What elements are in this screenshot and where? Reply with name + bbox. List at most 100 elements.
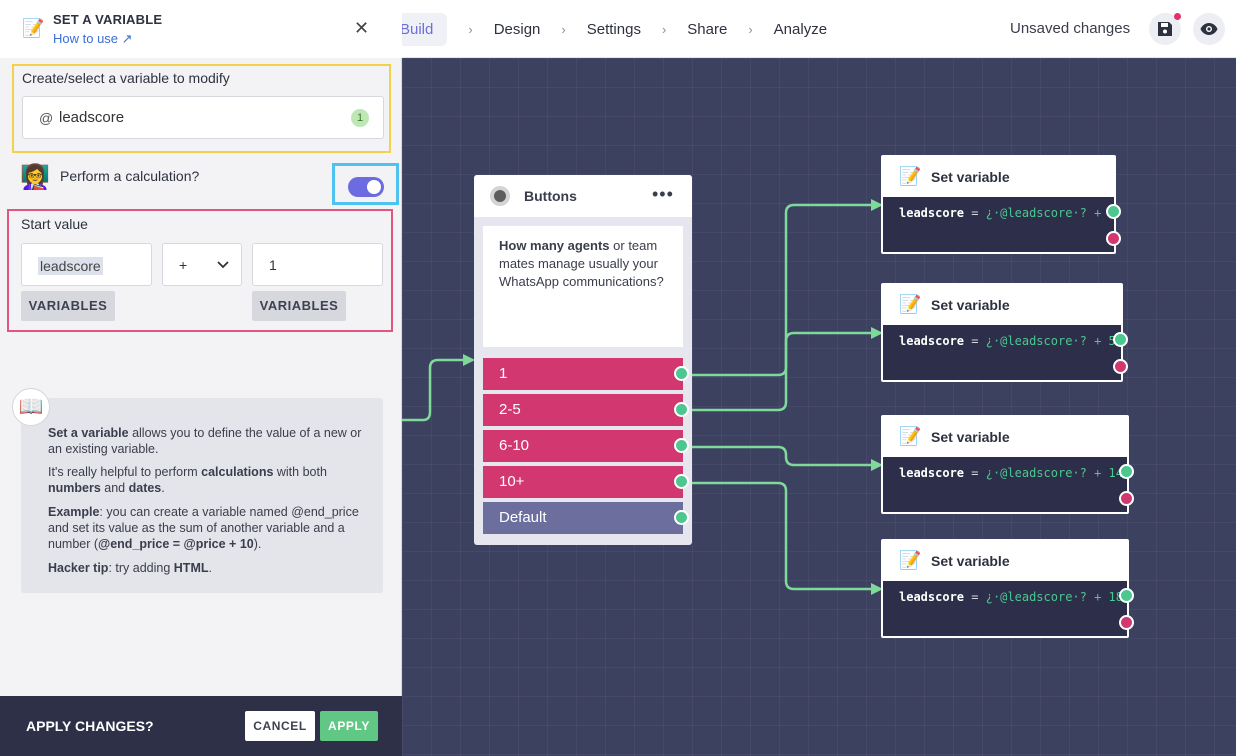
output-port[interactable]: [674, 366, 689, 381]
help-bold: calculations: [201, 465, 274, 479]
expr-op: =: [971, 590, 979, 604]
radio-icon: [490, 186, 510, 206]
error-port[interactable]: [1119, 491, 1134, 506]
step-design[interactable]: Design: [493, 20, 541, 38]
variable-select-section: Create/select a variable to modify @ lea…: [12, 64, 391, 153]
apply-changes-question: APPLY CHANGES?: [26, 718, 154, 734]
operator-select[interactable]: +: [162, 243, 242, 286]
preview-button[interactable]: [1193, 13, 1225, 45]
set-variable-node[interactable]: 📝 Set variable leadscore = ¿·@leadscore·…: [881, 283, 1128, 382]
memo-icon: 📝: [899, 426, 922, 446]
option-button[interactable]: 1: [483, 358, 683, 390]
panel-header: 📝 SET A VARIABLE How to use ↗ ✕: [0, 0, 402, 58]
help-text: and: [100, 481, 129, 495]
more-icon[interactable]: •••: [652, 184, 674, 204]
set-variable-node[interactable]: 📝 Set variable leadscore = ¿·@leadscore·…: [881, 415, 1134, 514]
memo-icon: 📝: [899, 166, 922, 186]
left-operand-input[interactable]: leadscore: [21, 243, 152, 286]
output-port[interactable]: [674, 474, 689, 489]
message-bold: How many agents: [499, 238, 610, 253]
buttons-node[interactable]: Buttons ••• How many agents or team mate…: [474, 175, 692, 545]
set-variable-title: Set variable: [931, 553, 1010, 569]
close-icon[interactable]: ✕: [354, 18, 370, 38]
buttons-node-message: How many agents or team mates manage usu…: [483, 226, 683, 347]
help-paragraph-4: Hacker tip: try adding HTML.: [48, 560, 368, 576]
expr-var: leadscore: [899, 466, 965, 480]
option-button[interactable]: 6-10: [483, 430, 683, 462]
expr-op: =: [971, 466, 979, 480]
output-port[interactable]: [1113, 332, 1128, 347]
eye-icon: [1200, 23, 1218, 35]
option-button[interactable]: 10+: [483, 466, 683, 498]
help-bold: dates: [128, 481, 162, 495]
save-icon: [1158, 22, 1172, 36]
memo-icon: 📝: [899, 550, 922, 570]
help-text: It's really helpful to perform: [48, 465, 202, 479]
chevron-right-icon: ›: [661, 21, 667, 37]
error-port[interactable]: [1113, 359, 1128, 374]
step-analyze[interactable]: Analyze: [773, 20, 828, 38]
help-bold: Hacker tip: [48, 561, 109, 575]
expr-op: =: [971, 334, 979, 348]
option-button[interactable]: 2-5: [483, 394, 683, 426]
output-port[interactable]: [674, 510, 689, 525]
error-port[interactable]: [1119, 615, 1134, 630]
option-default[interactable]: Default: [483, 502, 683, 534]
help-paragraph-1: Set a variable allows you to define the …: [48, 425, 368, 457]
buttons-node-header[interactable]: Buttons •••: [474, 175, 692, 217]
set-variable-expression: leadscore = ¿·@leadscore·? + 140: [899, 466, 1130, 480]
output-port[interactable]: [674, 402, 689, 417]
help-text: : you can create a variable named @end_p…: [48, 505, 359, 551]
step-settings[interactable]: Settings: [586, 20, 641, 38]
output-port[interactable]: [1106, 204, 1121, 219]
output-port[interactable]: [1119, 464, 1134, 479]
calculation-toggle[interactable]: [348, 177, 384, 197]
set-variable-node[interactable]: 📝 Set variable leadscore = ¿·@leadscore·…: [881, 155, 1121, 254]
wire-10plus: [690, 481, 878, 591]
variable-select-input[interactable]: @ leadscore 1: [22, 96, 384, 139]
chevron-down-icon: [217, 261, 229, 269]
expr-value: ¿·@leadscore·? + 180: [985, 590, 1131, 604]
help-text: allows you to define the value of a new …: [48, 426, 362, 456]
wire-1: [690, 203, 878, 377]
book-icon: 📖: [12, 388, 50, 426]
variable-name: leadscore: [59, 109, 125, 126]
set-variable-header[interactable]: 📝 Set variable: [883, 157, 1114, 197]
set-variable-expression: leadscore = ¿·@leadscore·? + 180: [899, 590, 1130, 604]
set-variable-header[interactable]: 📝 Set variable: [883, 541, 1127, 581]
buttons-node-title: Buttons: [524, 188, 577, 204]
variable-select-label: Create/select a variable to modify: [22, 70, 230, 86]
help-paragraph-3: Example: you can create a variable named…: [48, 504, 368, 552]
calculation-toggle-highlight: [332, 163, 399, 205]
step-share[interactable]: Share: [687, 20, 728, 38]
expr-var: leadscore: [899, 334, 965, 348]
set-variable-header[interactable]: 📝 Set variable: [883, 417, 1127, 457]
right-variables-button[interactable]: VARIABLES: [252, 291, 346, 321]
unsaved-status: Unsaved changes: [1010, 20, 1131, 37]
how-to-use-link[interactable]: How to use ↗: [53, 31, 133, 47]
cancel-button[interactable]: CANCEL: [245, 711, 315, 741]
save-button[interactable]: [1149, 13, 1181, 45]
output-port[interactable]: [1119, 588, 1134, 603]
set-variable-header[interactable]: 📝 Set variable: [883, 285, 1121, 325]
left-variables-button[interactable]: VARIABLES: [21, 291, 115, 321]
chevron-right-icon: ›: [561, 21, 566, 37]
teacher-emoji-icon: 👩‍🏫: [20, 164, 50, 191]
set-variable-node[interactable]: 📝 Set variable leadscore = ¿·@leadscore·…: [881, 539, 1134, 638]
apply-button[interactable]: APPLY: [320, 711, 378, 741]
output-port[interactable]: [674, 438, 689, 453]
step-build[interactable]: Build: [400, 12, 448, 46]
help-bold: numbers: [48, 481, 101, 495]
help-text: with both: [273, 465, 327, 479]
start-value-label: Start value: [21, 216, 88, 232]
right-operand-input[interactable]: 1: [252, 243, 383, 286]
set-variable-panel: 📝 SET A VARIABLE How to use ↗ ✕ Create/s…: [0, 0, 402, 756]
help-box: Set a variable allows you to define the …: [21, 398, 383, 593]
message-text: or team mates manage usually your WhatsA…: [499, 238, 664, 289]
arrow-2-5: [871, 327, 883, 339]
arrow-1: [871, 199, 883, 211]
variable-count-badge: 1: [351, 109, 369, 127]
wire-entry: [402, 358, 470, 422]
error-port[interactable]: [1106, 231, 1121, 246]
